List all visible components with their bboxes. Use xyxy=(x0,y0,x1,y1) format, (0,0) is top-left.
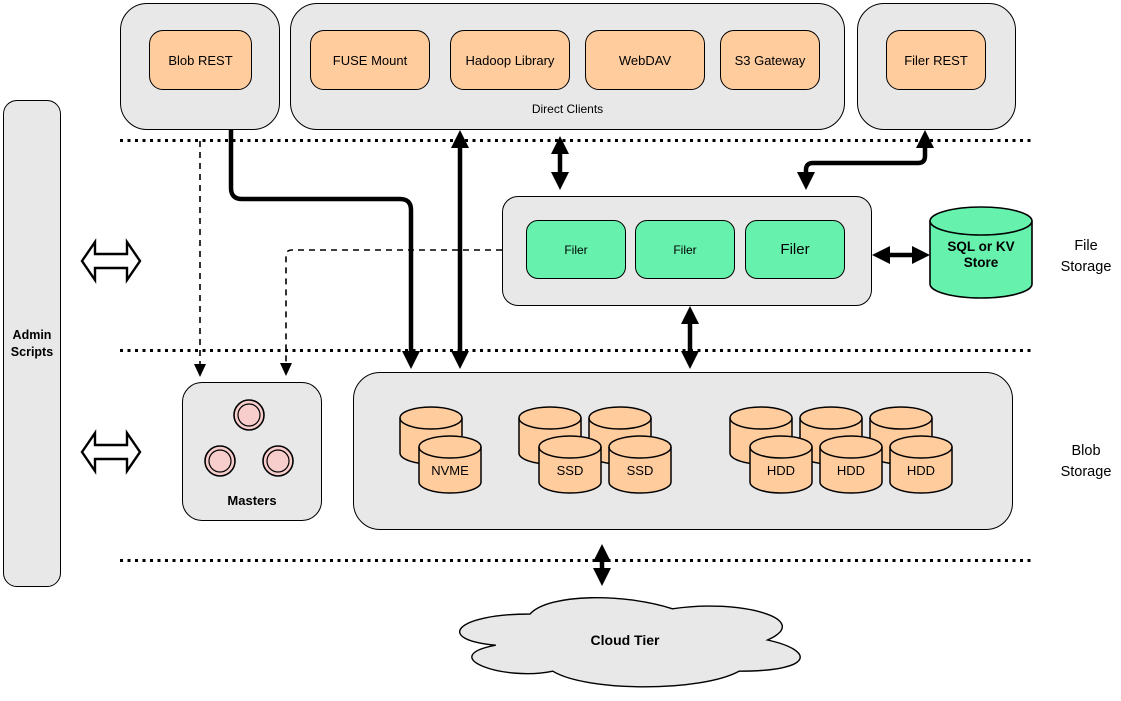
filer-node-1: Filer xyxy=(526,220,626,279)
kv-store-label: SQL or KV Store xyxy=(947,239,1015,270)
fuse-mount-node: FUSE Mount xyxy=(310,30,430,90)
direct-clients-caption: Direct Clients xyxy=(531,102,604,116)
blob-rest-node: Blob REST xyxy=(149,30,252,90)
admin-blob-storage-double-arrow-icon xyxy=(80,429,142,475)
filer-rest-node: Filer REST xyxy=(886,30,986,90)
volume-servers-group xyxy=(353,372,1013,530)
arrow-clients-to-filers xyxy=(551,136,569,190)
hadoop-library-node: Hadoop Library xyxy=(450,30,570,90)
s3-gateway-node: S3 Gateway xyxy=(720,30,820,90)
cloud-tier-label: Cloud Tier xyxy=(590,632,660,648)
fuse-mount-label: FUSE Mount xyxy=(332,52,408,68)
dashed-arrow-filers-to-masters xyxy=(280,249,502,376)
disk-label-hdd-3: HDD xyxy=(906,463,936,478)
arrow-filers-to-kv-store xyxy=(872,246,930,264)
dashed-arrow-blob-rest-to-masters xyxy=(194,141,206,377)
filer-label-2: Filer xyxy=(673,242,697,257)
disk-label-ssd-2: SSD xyxy=(626,463,654,478)
hadoop-library-label: Hadoop Library xyxy=(465,52,555,68)
filer-node-2: Filer xyxy=(635,220,735,279)
webdav-node: WebDAV xyxy=(585,30,705,90)
arrow-volumes-to-cloud xyxy=(593,544,611,586)
arrow-filer-rest-to-filers xyxy=(797,130,934,190)
admin-scripts-box: Admin Scripts xyxy=(3,100,61,587)
disk-label-nvme: NVME xyxy=(431,463,469,478)
arrow-filers-to-volumes xyxy=(681,306,699,369)
disk-label-ssd-1: SSD xyxy=(556,463,584,478)
arrow-clients-to-volumes xyxy=(451,130,469,369)
admin-scripts-label: Admin Scripts xyxy=(10,328,54,359)
arrow-blob-rest-to-volumes xyxy=(228,130,420,369)
blob-rest-label: Blob REST xyxy=(168,52,233,68)
masters-label: Masters xyxy=(227,493,277,508)
filer-label-1: Filer xyxy=(564,242,588,257)
webdav-label: WebDAV xyxy=(618,52,672,68)
blob-storage-layer-label: Blob Storage xyxy=(1060,443,1112,480)
disk-label-hdd-1: HDD xyxy=(766,463,796,478)
filer-rest-label: Filer REST xyxy=(904,52,968,68)
filer-node-3: Filer xyxy=(745,220,845,279)
s3-gateway-label: S3 Gateway xyxy=(734,52,806,68)
filer-label-3: Filer xyxy=(780,241,810,258)
admin-file-storage-double-arrow-icon xyxy=(80,238,142,284)
disk-label-hdd-2: HDD xyxy=(836,463,866,478)
file-storage-layer-label: File Storage xyxy=(1060,238,1112,275)
